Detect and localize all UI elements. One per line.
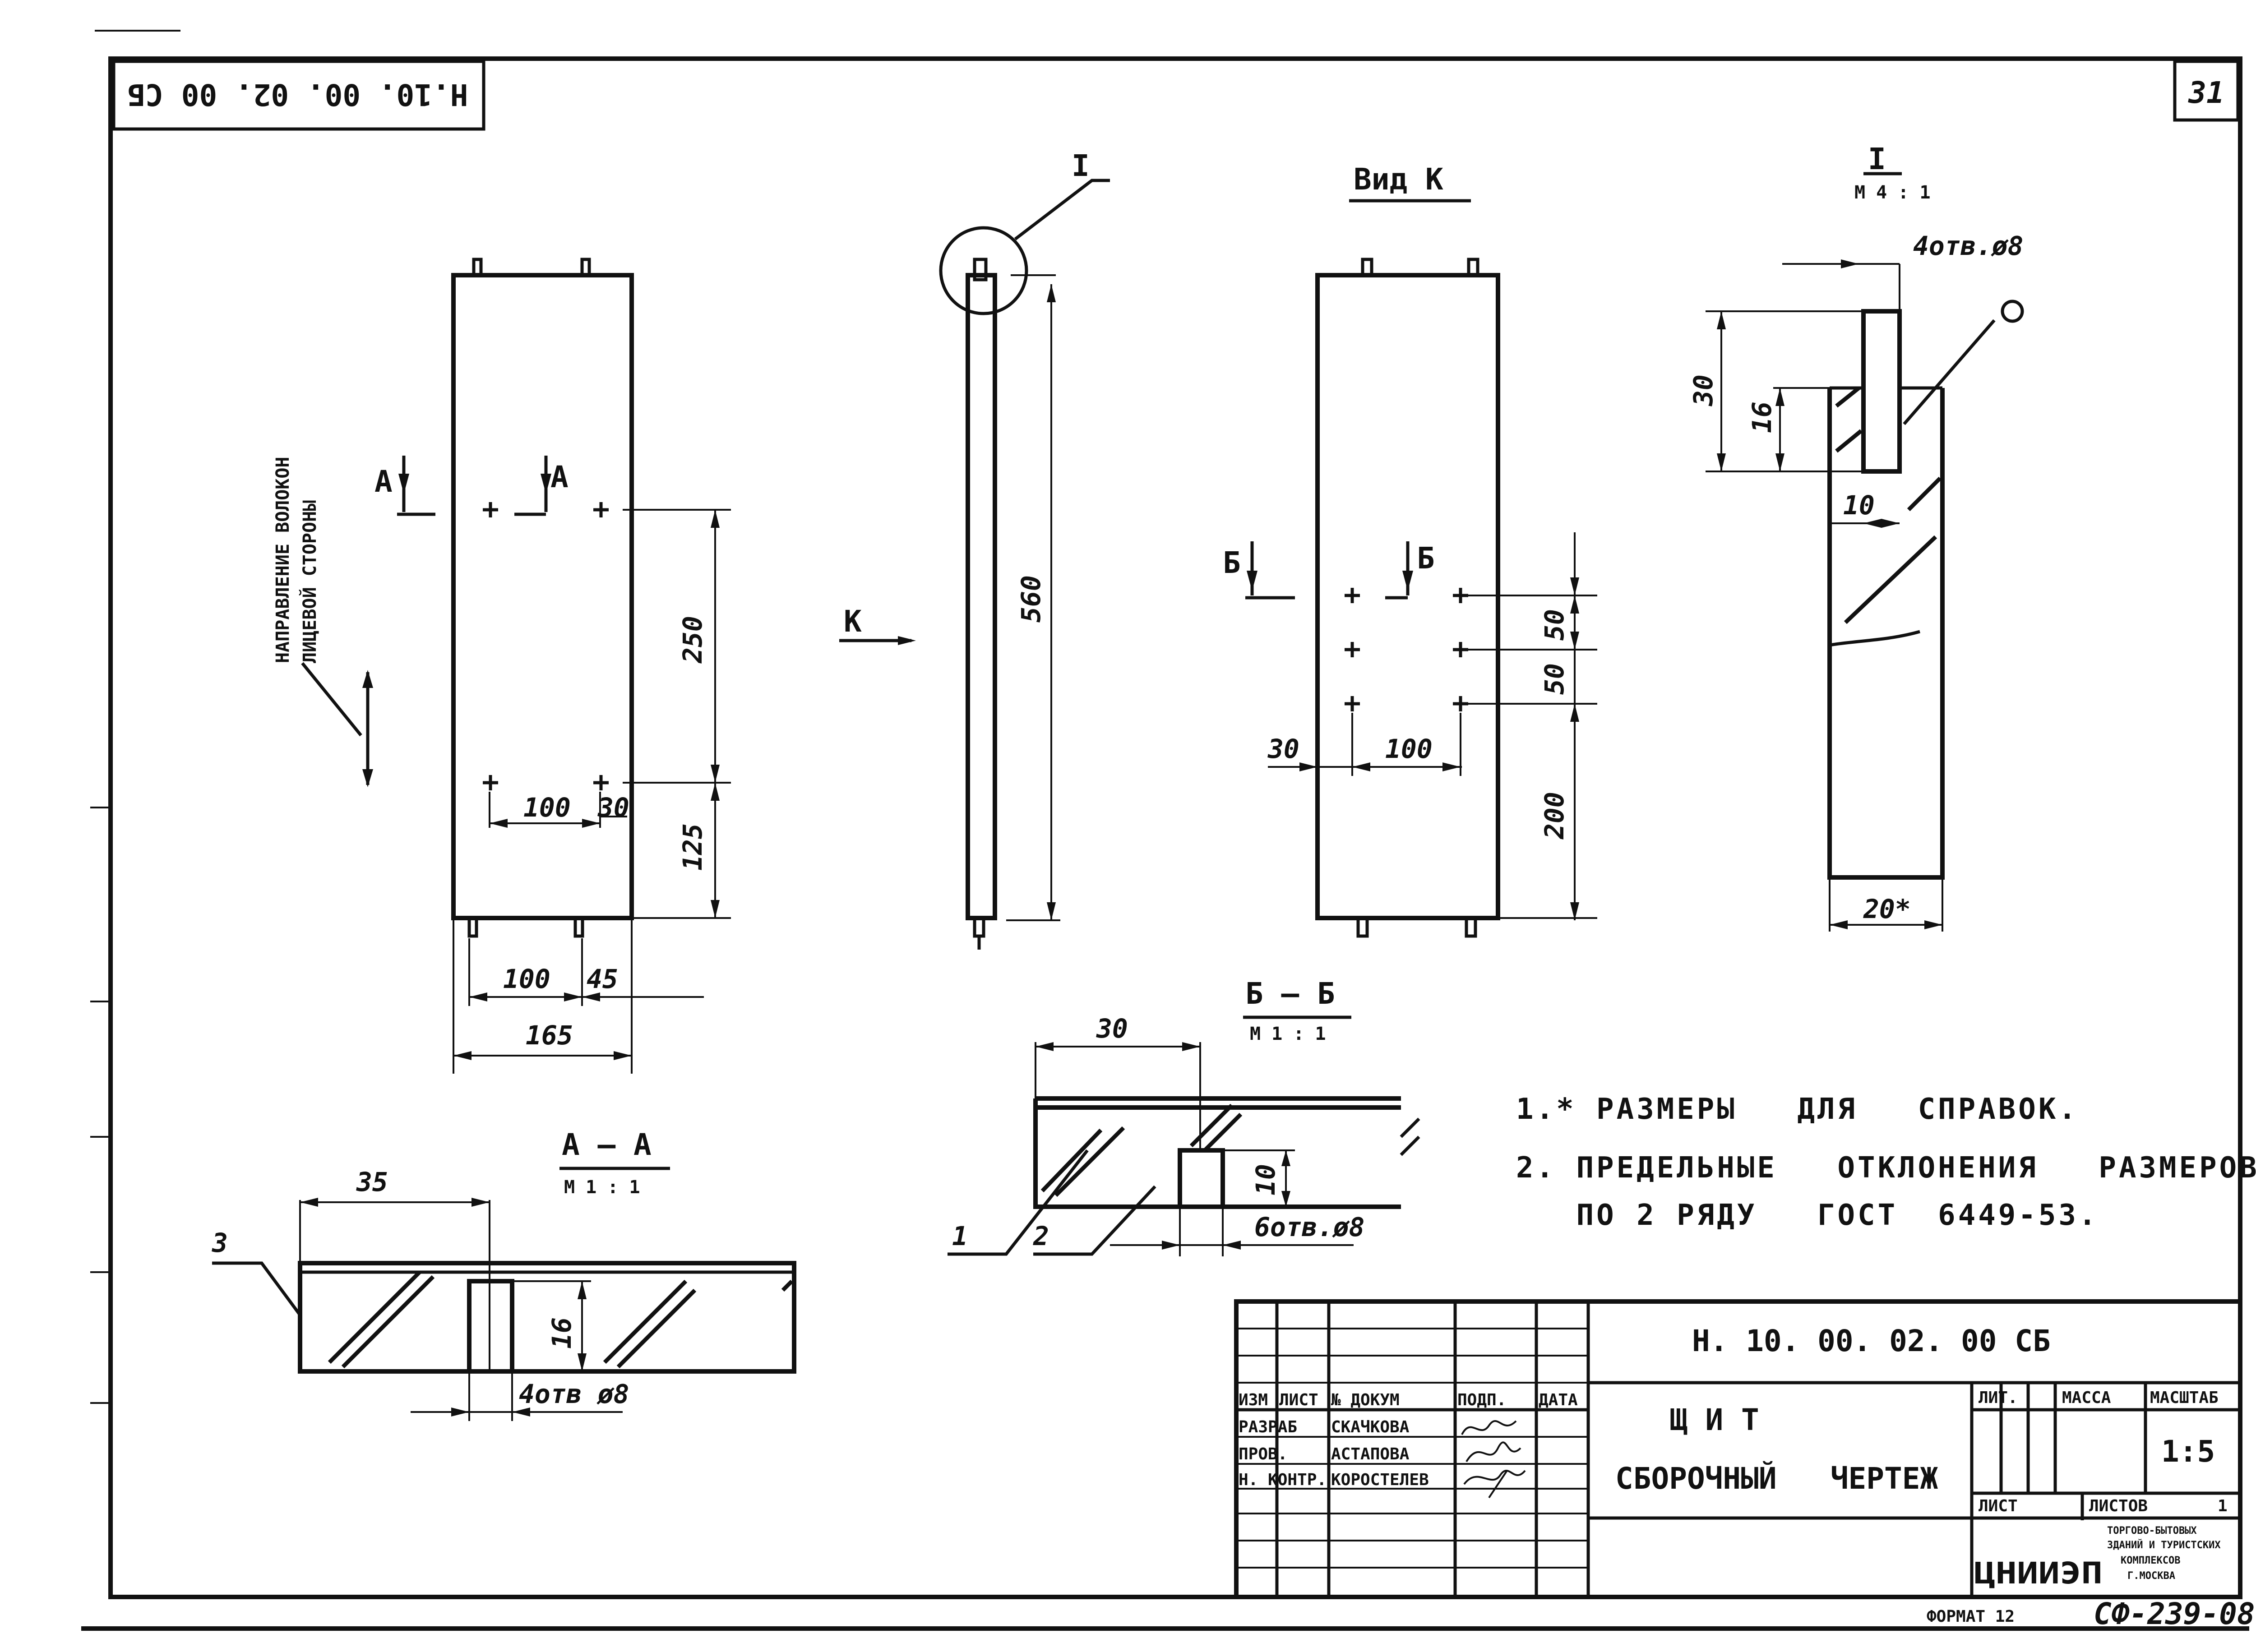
col-izm: ИЗМ <box>1239 1391 1268 1409</box>
name-prov: АСТАПОВА <box>1331 1445 1410 1463</box>
note-2: 2. ПРЕДЕЛЬНЫЕ ОТКЛОНЕНИЯ РАЗМЕРОВ <box>1516 1151 2256 1185</box>
sheet-frame <box>81 30 2249 1631</box>
signatures <box>1461 1420 1526 1499</box>
section-bb: Б — Б М 1 : 1 30 10 6отв.ø8 1 2 <box>948 976 1420 1256</box>
dim-30: 30 <box>597 792 629 823</box>
role-nkontr: Н. КОНТР. <box>1239 1471 1327 1489</box>
view-k-title: Вид К <box>1354 162 1443 197</box>
col-podp: ПОДП. <box>1457 1391 1506 1409</box>
title-name-line1: Щ И Т <box>1669 1403 1759 1437</box>
org-line4: Г.МОСКВА <box>2127 1570 2175 1582</box>
grain-label-line2: ЛИЦЕВОЙ СТОРОНЫ <box>299 500 320 663</box>
doc-code: СФ-239-08 <box>2094 1597 2255 1631</box>
view-k-hole-marks <box>1345 588 1468 711</box>
detail-mark-i: I <box>1072 148 1090 183</box>
detail-i-title: I <box>1868 142 1886 176</box>
name-razrab: СКАЧКОВА <box>1331 1418 1410 1436</box>
hole-marks <box>483 502 609 790</box>
title-name-line2: СБОРОЧНЫЙ ЧЕРТЕЖ <box>1615 1461 1938 1496</box>
section-bb-dim-30: 30 <box>1096 1013 1128 1044</box>
dim-200: 200 <box>1539 792 1570 840</box>
org-line1: ТОРГОВО-БЫТОВЫХ <box>2107 1525 2197 1537</box>
col-list: ЛИСТ <box>1279 1391 1318 1409</box>
section-bb-hole-note: 6отв.ø8 <box>1254 1212 1364 1242</box>
role-prov: ПРОВ. <box>1239 1445 1287 1463</box>
section-b-label-right: Б <box>1417 541 1435 576</box>
side-view: I К 560 <box>839 148 1110 950</box>
role-razrab: РАЗРАБ <box>1239 1418 1297 1436</box>
sheet-number: 31 <box>2188 75 2224 110</box>
org-line3: КОМПЛЕКСОВ <box>2121 1555 2180 1566</box>
stamp-code: Н.10. 00. 02. 00 СБ <box>128 77 468 112</box>
name-nkontr: КОРОСТЕЛЕВ <box>1331 1471 1429 1489</box>
col-dokum: № ДОКУМ <box>1331 1391 1400 1409</box>
dim-45: 45 <box>587 964 618 994</box>
org-line2: ЗДАНИЙ И ТУРИСТСКИХ <box>2107 1539 2221 1551</box>
section-aa-dim-35: 35 <box>356 1167 388 1197</box>
detail-i-scale: М 4 : 1 <box>1854 182 1931 203</box>
section-bb-title: Б — Б <box>1245 976 1335 1011</box>
section-arrow-b: Б Б <box>1223 541 1435 600</box>
dim-100: 100 <box>523 792 571 823</box>
grain-label-line1: НАПРАВЛЕНИЕ ВОЛОКОН <box>273 457 293 663</box>
view-k-horizontal-dims: 30 100 <box>1267 713 1462 776</box>
section-bb-dim-10: 10 <box>1250 1164 1281 1195</box>
section-aa-title: А — А <box>562 1127 652 1162</box>
section-aa-dim-16: 16 <box>546 1317 577 1349</box>
main-view: А А НАПРАВЛЕНИЕ ВОЛОКОН ЛИЦЕВОЙ СТОРОНЫ … <box>273 258 731 1074</box>
title-block: Н. 10. 00. 02. 00 СБ Щ И Т СБОРОЧНЫЙ ЧЕР… <box>1234 1299 2242 1599</box>
section-b-label-left: Б <box>1223 545 1241 580</box>
dim-165: 165 <box>526 1020 573 1051</box>
note-1: 1.* РАЗМЕРЫ ДЛЯ СПРАВОК. <box>1516 1093 2079 1126</box>
format-label: ФОРМАТ 12 <box>1927 1607 2015 1626</box>
section-a-label-right: А <box>550 460 569 494</box>
section-bb-scale: М 1 : 1 <box>1250 1024 1326 1044</box>
dim-560: 560 <box>1016 575 1046 623</box>
view-arrow-k: К <box>844 604 862 639</box>
main-inner-dims: 100 30 <box>489 792 629 828</box>
detail-dim-16: 16 <box>1747 401 1777 433</box>
dim-100-k: 100 <box>1385 734 1433 764</box>
sheet-label: ЛИСТ <box>1979 1497 2018 1515</box>
title-designation: Н. 10. 00. 02. 00 СБ <box>1692 1324 2051 1358</box>
col-data: ДАТА <box>1539 1391 1578 1409</box>
section-bb-callout-1: 1 <box>952 1221 968 1251</box>
dim-30-k: 30 <box>1267 734 1299 764</box>
main-bottom-dims: 100 45 165 <box>453 920 704 1074</box>
lit-label: ЛИТ. <box>1979 1389 2018 1407</box>
section-aa-hole-note: 4отв ø8 <box>519 1379 629 1409</box>
note-3: ПО 2 РЯДУ ГОСТ 6449-53. <box>1516 1199 2099 1232</box>
mass-label: МАССА <box>2062 1389 2111 1407</box>
detail-i: I М 4 : 1 4отв.ø8 30 16 10 20* <box>1688 142 2024 932</box>
notes: 1.* РАЗМЕРЫ ДЛЯ СПРАВОК. 2. ПРЕДЕЛЬНЫЕ О… <box>1516 1093 2256 1232</box>
detail-dim-10: 10 <box>1843 490 1875 521</box>
org-logo: ЦНИИЭП <box>1974 1556 2103 1591</box>
footer: ФОРМАТ 12 СФ-239-08 <box>1927 1597 2255 1631</box>
dim-125: 125 <box>677 823 708 871</box>
detail-i-hole-note: 4отв.ø8 <box>1913 231 2023 261</box>
stamp-box: Н.10. 00. 02. 00 СБ <box>112 60 485 131</box>
sheet-number-box: 31 <box>2173 60 2240 122</box>
dim-250: 250 <box>677 616 708 664</box>
dim-50-a: 50 <box>1539 609 1570 641</box>
view-k: Вид К Б Б 50 50 200 30 100 <box>1223 162 1597 938</box>
section-aa-scale: М 1 : 1 <box>564 1177 640 1198</box>
sheets-label: ЛИСТОВ <box>2089 1497 2148 1515</box>
scale-label: МАСШТАБ <box>2150 1389 2219 1407</box>
detail-dim-20: 20* <box>1863 894 1911 924</box>
sheets-value: 1 <box>2218 1497 2228 1515</box>
main-vertical-dims: 250 125 <box>623 509 731 919</box>
section-a-label-left: А <box>374 464 393 499</box>
view-k-vertical-dims: 50 50 200 <box>1462 532 1597 920</box>
detail-dim-30: 30 <box>1688 374 1719 406</box>
dim-100-bottom: 100 <box>503 964 550 994</box>
section-bb-callout-2: 2 <box>1033 1221 1049 1251</box>
scale-value: 1:5 <box>2161 1434 2215 1469</box>
section-aa-callout-3: 3 <box>212 1227 228 1258</box>
grain-direction-note: НАПРАВЛЕНИЕ ВОЛОКОН ЛИЦЕВОЙ СТОРОНЫ <box>273 457 373 787</box>
section-aa: А — А М 1 : 1 35 16 4отв ø8 3 <box>212 1127 796 1421</box>
dim-50-b: 50 <box>1539 663 1570 695</box>
section-arrow-a: А А <box>374 456 569 516</box>
